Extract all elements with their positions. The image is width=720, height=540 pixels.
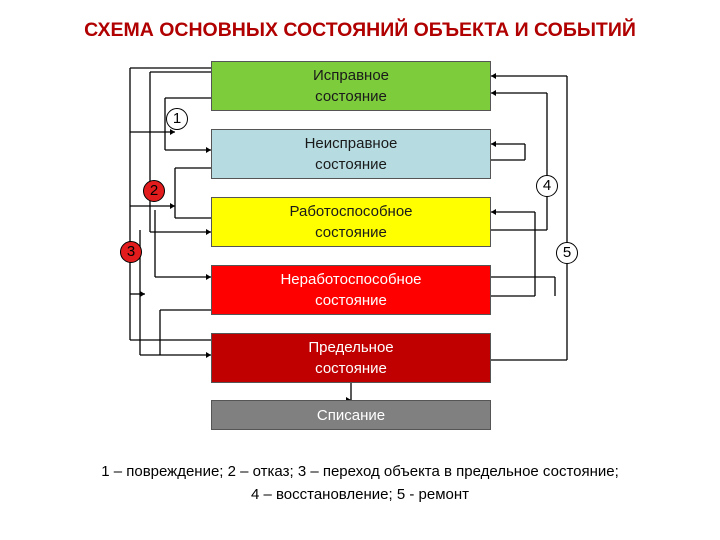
event-marker-1: 1 bbox=[166, 108, 188, 130]
state-label: Неработоспособное состояние bbox=[280, 271, 422, 309]
state-box-limit[interactable]: Предельное состояние bbox=[211, 333, 491, 383]
event-marker-5: 5 bbox=[556, 242, 578, 264]
state-label: Неисправное состояние bbox=[304, 135, 398, 173]
legend-line-1: 1 – повреждение; 2 – отказ; 3 – переход … bbox=[101, 463, 619, 480]
state-label: Исправное состояние bbox=[312, 67, 390, 105]
connector-arrowhead bbox=[206, 274, 211, 280]
state-box-inoperable[interactable]: Неработоспособное состояние bbox=[211, 265, 491, 315]
diagram-title: СХЕМА ОСНОВНЫХ СОСТОЯНИЙ ОБЪЕКТА И СОБЫТ… bbox=[84, 19, 636, 41]
state-box-faulty[interactable]: Неисправное состояние bbox=[211, 129, 491, 179]
event-marker-4: 4 bbox=[536, 175, 558, 197]
state-box-decommission[interactable]: Списание bbox=[211, 400, 491, 430]
state-label: Предельное состояние bbox=[308, 339, 394, 377]
connector-arrowhead bbox=[140, 291, 145, 297]
connector-arrowhead bbox=[206, 352, 211, 358]
legend-line-2: 4 – восстановление; 5 - ремонт bbox=[250, 486, 470, 503]
connector-arrowhead bbox=[206, 229, 211, 235]
state-box-serviceable[interactable]: Исправное состояние bbox=[211, 61, 491, 111]
connector-arrowhead bbox=[491, 209, 496, 215]
state-label: Списание bbox=[316, 406, 386, 424]
state-label: Работоспособное состояние bbox=[289, 203, 413, 241]
connector-arrowhead bbox=[491, 90, 496, 96]
connector-arrowhead bbox=[170, 203, 175, 209]
event-marker-3: 3 bbox=[120, 241, 142, 263]
connector-arrowhead bbox=[170, 129, 175, 135]
event-marker-2: 2 bbox=[143, 180, 165, 202]
connector-arrowhead bbox=[206, 147, 211, 153]
connector-arrowhead bbox=[491, 73, 496, 79]
connector-arrowhead bbox=[491, 141, 496, 147]
state-box-operable[interactable]: Работоспособное состояние bbox=[211, 197, 491, 247]
